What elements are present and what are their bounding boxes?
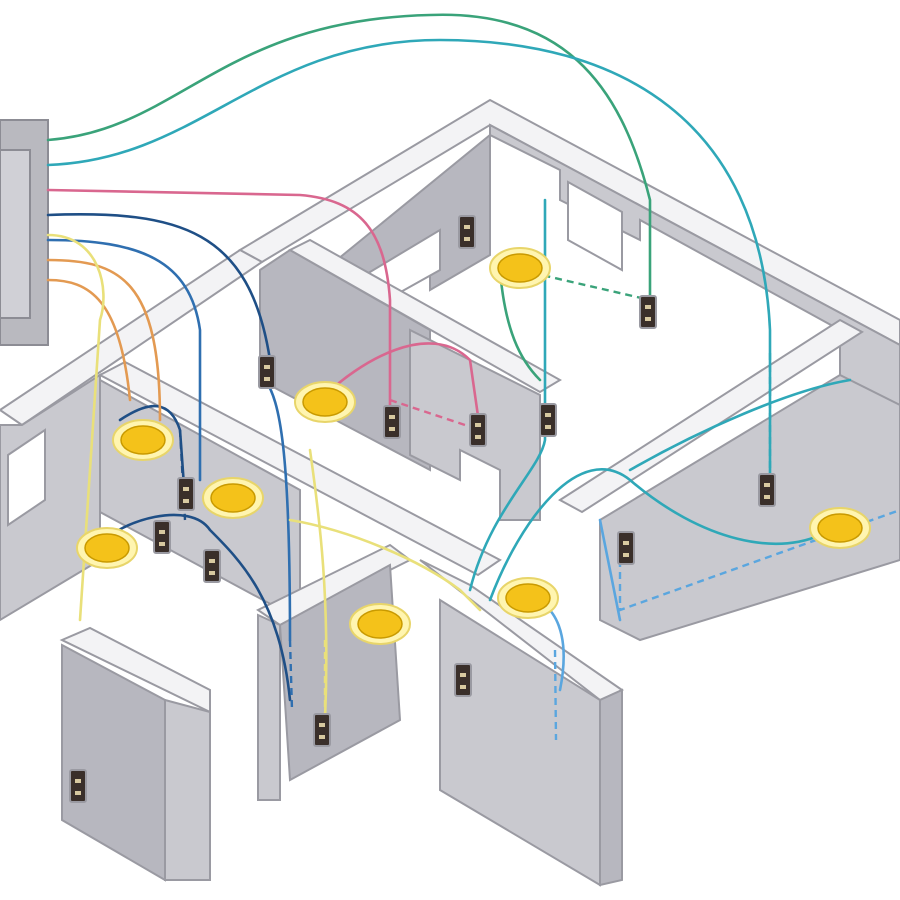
wire-orange-10 — [46, 278, 132, 402]
wire-light_blue-19 — [598, 518, 622, 622]
lights — [76, 247, 871, 645]
wires — [46, 13, 900, 741]
outlet-icon — [383, 405, 401, 439]
right-wall-face — [599, 373, 900, 642]
wire-blue-7 — [46, 238, 202, 482]
outlet-icon — [469, 413, 487, 447]
wire-light_blue-drop-5 — [618, 508, 900, 612]
outlet-icon — [69, 769, 87, 803]
wire-navy-6 — [98, 513, 292, 702]
wire-pink-2 — [46, 188, 392, 422]
outlet-icon — [617, 531, 635, 565]
outlet-icon — [153, 520, 171, 554]
ceiling-light-icon — [112, 419, 174, 461]
front-mid-face — [257, 613, 281, 801]
wire-yellow-13 — [288, 518, 482, 612]
ceiling-light-icon — [202, 477, 264, 519]
outlet-icon — [454, 663, 472, 697]
front-right-face — [439, 598, 601, 887]
wire-green-0 — [46, 13, 652, 302]
wire-light_blue-drop-3 — [553, 649, 558, 741]
wire-teal-16 — [488, 468, 832, 602]
outlet-icon — [758, 473, 776, 507]
front-left-top — [59, 626, 211, 714]
outlet-icon — [539, 403, 557, 437]
outlet-icon — [258, 355, 276, 389]
outlet-icon — [639, 295, 657, 329]
outlet-icon — [458, 215, 476, 249]
breaker-panel — [0, 119, 49, 346]
ceiling-light-icon — [497, 577, 559, 619]
center-wall-top — [287, 238, 562, 394]
outlet-icon — [313, 713, 331, 747]
wire-teal-1 — [46, 38, 772, 502]
ceiling-light-icon — [294, 381, 356, 423]
wire-green-drop-7 — [519, 268, 651, 302]
ceiling-light-icon — [76, 527, 138, 569]
outlets — [69, 215, 776, 803]
ceiling-light-icon — [809, 507, 871, 549]
front-right-side — [599, 688, 623, 887]
left-window — [7, 428, 46, 527]
wire-yellow-11 — [46, 233, 105, 622]
right-wall-top — [558, 318, 864, 514]
outlet-icon — [177, 477, 195, 511]
front-left-side — [164, 698, 211, 881]
house-walls — [0, 98, 900, 887]
wire-pink-drop-6 — [389, 398, 481, 432]
ceiling-light-icon — [489, 247, 551, 289]
ceiling-light-icon — [349, 603, 411, 645]
breaker-panel-door — [0, 149, 31, 319]
left-wall-top — [0, 248, 264, 427]
back-window — [567, 180, 623, 272]
outlet-icon — [203, 549, 221, 583]
wire-navy-4 — [46, 213, 272, 362]
wire-teal-17 — [628, 378, 852, 472]
wire-blue-8 — [263, 378, 292, 642]
wire-teal-14 — [468, 198, 547, 592]
wire-green-15 — [498, 268, 542, 382]
wire-orange-9 — [46, 258, 162, 422]
